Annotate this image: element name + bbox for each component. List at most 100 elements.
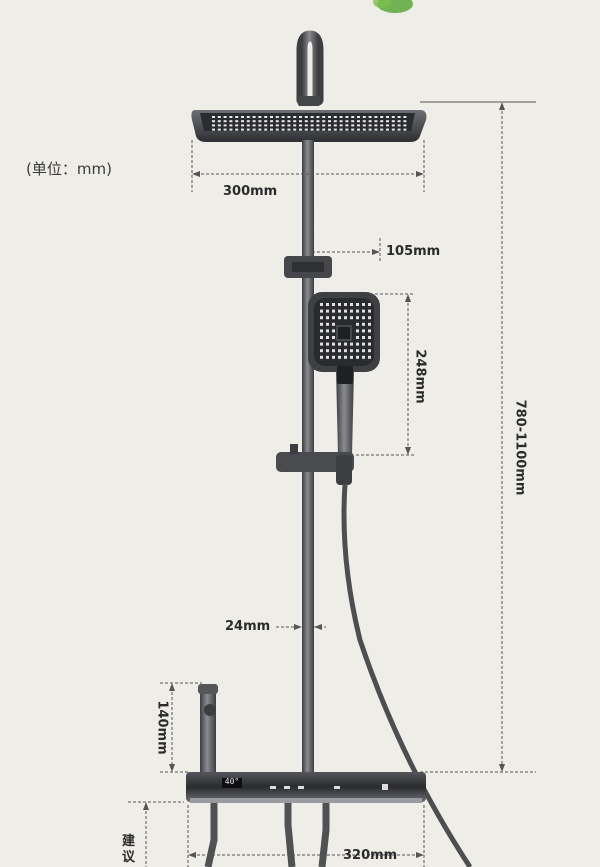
nozzle-dot bbox=[270, 116, 273, 118]
hand-nozzle-dot bbox=[350, 316, 353, 320]
nozzle-dot bbox=[310, 124, 314, 127]
nozzle-dot bbox=[391, 120, 395, 123]
hand-nozzle-dot bbox=[320, 322, 323, 326]
nozzle-dot bbox=[252, 128, 256, 131]
nozzle-dot bbox=[357, 116, 360, 118]
shower-hose bbox=[341, 483, 473, 867]
nozzle-dot bbox=[386, 128, 389, 131]
thermostatic-control-panel bbox=[186, 772, 426, 803]
hand-nozzle-dot bbox=[332, 342, 335, 346]
nozzle-dot bbox=[357, 128, 360, 131]
nozzle-dot bbox=[241, 120, 244, 123]
dim-total-height bbox=[420, 101, 536, 773]
nozzle-dot bbox=[212, 124, 215, 127]
nozzle-dot bbox=[293, 128, 297, 131]
nozzle-dot bbox=[368, 124, 372, 127]
inlet-pipe-right bbox=[318, 803, 330, 867]
hand-nozzle-dot bbox=[368, 336, 371, 339]
nozzle-dot bbox=[310, 128, 314, 131]
dim-head-width bbox=[191, 140, 425, 192]
nozzle-dot bbox=[287, 120, 291, 123]
nozzle-dot bbox=[264, 124, 268, 127]
nozzle-dot bbox=[397, 116, 401, 118]
hand-nozzle-dot bbox=[356, 322, 359, 326]
nozzle-dot bbox=[345, 116, 349, 118]
nozzle-dot bbox=[287, 128, 291, 131]
nozzle-dot bbox=[275, 128, 279, 131]
nozzle-dot bbox=[246, 120, 250, 123]
hand-nozzle-dot bbox=[326, 342, 329, 346]
nozzle-dot bbox=[258, 128, 262, 131]
nozzle-dot bbox=[316, 124, 320, 127]
nozzle-dot bbox=[287, 116, 291, 118]
nozzle-dot bbox=[229, 124, 233, 127]
nozzle-dot bbox=[281, 124, 285, 127]
nozzle-dot bbox=[322, 124, 326, 127]
hand-nozzle-dot bbox=[320, 342, 323, 346]
nozzle-dot bbox=[246, 124, 250, 127]
hand-nozzle-dot bbox=[344, 316, 347, 320]
nozzle-dot bbox=[351, 124, 355, 127]
hand-nozzle-dot bbox=[362, 316, 365, 320]
hand-nozzle-dot bbox=[320, 349, 323, 353]
hand-nozzle-dot bbox=[332, 329, 335, 333]
nozzle-dot bbox=[229, 120, 233, 123]
label-base-width: 320mm bbox=[343, 848, 398, 863]
hand-nozzle-dot bbox=[368, 349, 371, 353]
hand-shower bbox=[308, 292, 380, 459]
nozzle-dot bbox=[281, 128, 285, 131]
nozzle-dot bbox=[351, 116, 355, 118]
nozzle-dot bbox=[241, 124, 244, 127]
nozzle-dot bbox=[299, 128, 302, 131]
hand-nozzle-dot bbox=[332, 309, 335, 313]
nozzle-dot bbox=[339, 124, 343, 127]
hand-nozzle-dot bbox=[362, 355, 365, 359]
nozzle-dot bbox=[299, 120, 302, 123]
nozzle-dot bbox=[293, 116, 297, 118]
nozzle-dot bbox=[310, 120, 314, 123]
head-connector bbox=[298, 96, 320, 106]
nozzle-dot bbox=[328, 128, 331, 131]
hand-nozzle-dot bbox=[344, 303, 347, 306]
nozzle-dot bbox=[264, 116, 268, 118]
nozzle-dot bbox=[374, 116, 378, 118]
nozzle-dot bbox=[322, 116, 326, 118]
nozzle-dot bbox=[397, 128, 401, 131]
nozzle-dot bbox=[281, 120, 285, 123]
nozzle-dot bbox=[252, 120, 256, 123]
nozzle-dot bbox=[345, 120, 349, 123]
nozzle-dot bbox=[374, 120, 378, 123]
hand-nozzle-dot bbox=[350, 303, 353, 306]
nozzle-dot bbox=[380, 120, 384, 123]
hand-nozzle-dot bbox=[320, 316, 323, 320]
nozzle-dot bbox=[281, 116, 285, 118]
hand-nozzle-dot bbox=[350, 342, 353, 346]
gooseneck-arm bbox=[296, 30, 324, 106]
inlet-pipe-middle bbox=[284, 803, 296, 867]
nozzle-dot bbox=[374, 128, 378, 131]
hand-nozzle-dot bbox=[338, 303, 341, 306]
nozzle-dot bbox=[293, 120, 297, 123]
hand-nozzle-dot bbox=[356, 342, 359, 346]
nozzle-dot bbox=[328, 116, 331, 118]
hand-nozzle-dot bbox=[362, 329, 365, 333]
nozzle-dot bbox=[270, 120, 273, 123]
hand-nozzle-dot bbox=[356, 303, 359, 306]
nozzle-dot bbox=[304, 116, 308, 118]
nozzle-dot bbox=[304, 124, 308, 127]
nozzle-dot bbox=[351, 120, 355, 123]
hand-nozzle-dot bbox=[344, 309, 347, 313]
hand-nozzle-dot bbox=[320, 309, 323, 313]
nozzle-dot bbox=[345, 128, 349, 131]
nozzle-dot bbox=[391, 116, 395, 118]
hand-nozzle-dot bbox=[338, 342, 341, 346]
hand-nozzle-dot bbox=[362, 349, 365, 353]
hand-nozzle-dot bbox=[362, 309, 365, 313]
nozzle-dot bbox=[229, 116, 233, 118]
nozzle-dot bbox=[235, 116, 239, 118]
hand-nozzle-dot bbox=[332, 316, 335, 320]
nozzle-dot bbox=[299, 116, 302, 118]
hand-nozzle-dot bbox=[338, 355, 341, 359]
nozzle-dot bbox=[223, 128, 227, 131]
label-pipe-diameter: 24mm bbox=[225, 619, 271, 634]
